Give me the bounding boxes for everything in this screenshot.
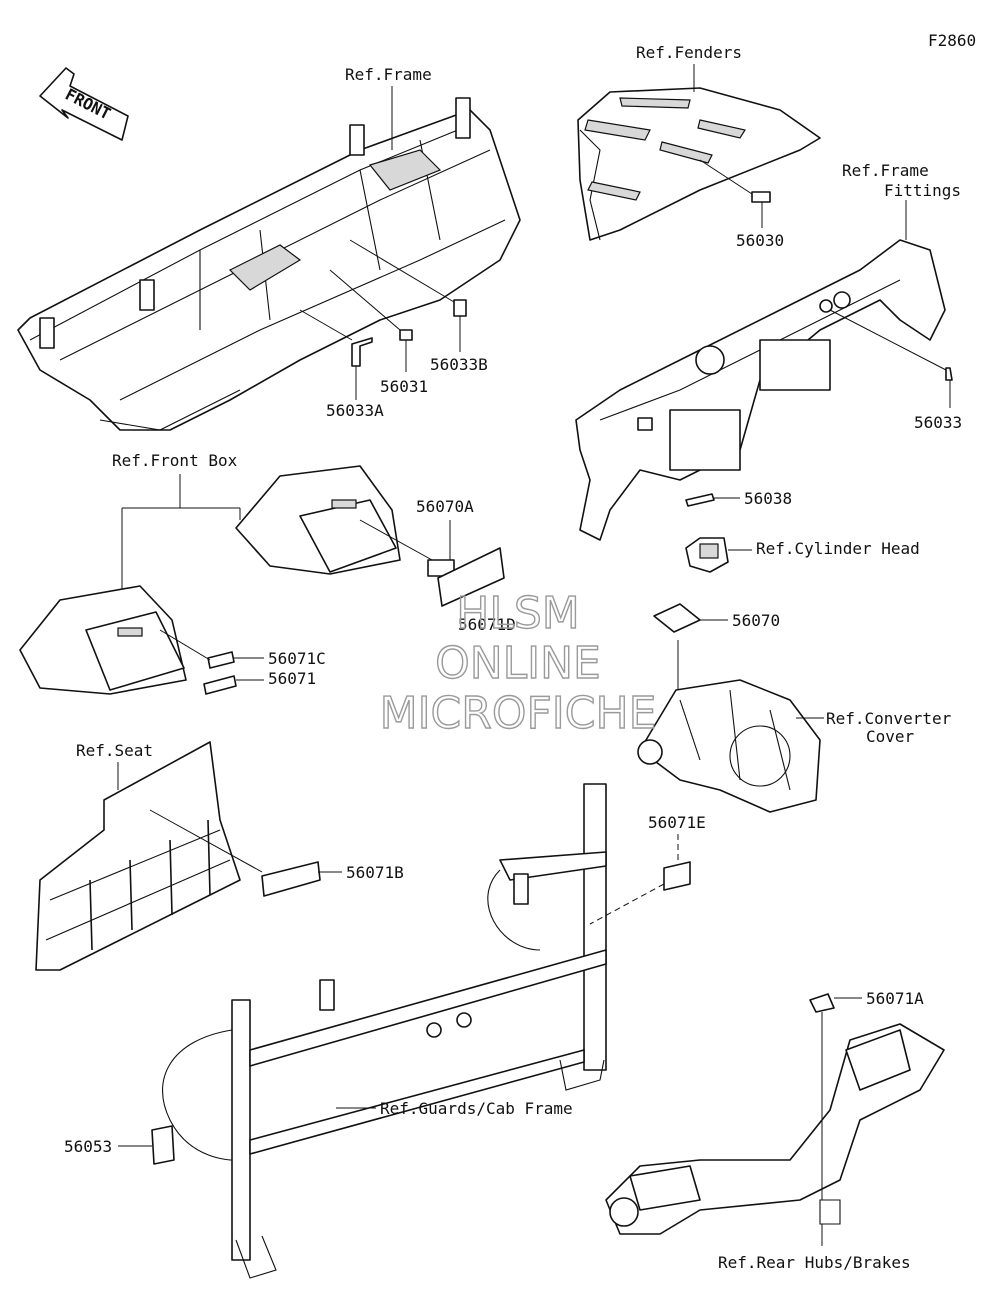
front-box-upper-drawing	[235, 465, 401, 575]
part-56071B: 56071B	[346, 863, 404, 882]
part-56071A: 56071A	[866, 989, 924, 1008]
front-arrow-icon: FRONT	[39, 67, 129, 141]
ref-converter-cover-label-2: Cover	[866, 727, 915, 746]
rear-hubs-brakes-drawing	[605, 1023, 945, 1235]
ref-frame-fittings-label-2: Fittings	[884, 181, 961, 200]
label-56033A-decal	[351, 337, 373, 367]
watermark: HLSM ONLINE MICROFICHE	[379, 587, 657, 739]
part-56070: 56070	[732, 611, 780, 630]
part-56033B: 56033B	[430, 355, 488, 374]
label-56030-decal	[751, 191, 771, 203]
ref-converter-cover-label-1: Ref.Converter	[826, 709, 952, 728]
ref-rear-hubs-brakes-label: Ref.Rear Hubs/Brakes	[718, 1253, 911, 1272]
cylinder-head-drawing	[685, 537, 729, 573]
label-56033B-decal	[453, 299, 467, 317]
part-56033: 56033	[914, 413, 962, 432]
svg-text:MICROFICHE: MICROFICHE	[380, 688, 657, 739]
frame-fittings-drawing	[575, 239, 946, 541]
fenders-drawing	[577, 87, 821, 241]
ref-cylinder-head-label: Ref.Cylinder Head	[756, 539, 920, 558]
part-56071: 56071	[268, 669, 316, 688]
ref-seat-label: Ref.Seat	[76, 741, 153, 760]
part-56038: 56038	[744, 489, 792, 508]
part-56033A: 56033A	[326, 401, 384, 420]
converter-cover-drawing	[637, 679, 821, 813]
guards-cab-frame-drawing	[162, 783, 607, 1279]
label-56031-decal	[399, 329, 413, 341]
ref-fenders-label: Ref.Fenders	[636, 43, 742, 62]
part-56031: 56031	[380, 377, 428, 396]
ref-frame-fittings-label-1: Ref.Frame	[842, 161, 929, 180]
seat-drawing	[35, 741, 241, 971]
part-56071D: 56071D	[458, 615, 516, 634]
label-56071-decal	[203, 675, 237, 695]
svg-text:HLSM: HLSM	[456, 588, 580, 639]
svg-text:ONLINE: ONLINE	[435, 638, 601, 689]
part-56071C: 56071C	[268, 649, 326, 668]
label-56071C-decal	[207, 651, 235, 669]
label-56071B-decal	[261, 861, 321, 897]
ref-guards-cab-frame-label: Ref.Guards/Cab Frame	[380, 1099, 573, 1118]
ref-frame-label: Ref.Frame	[345, 65, 432, 84]
label-56053-decal	[151, 1125, 175, 1165]
ref-front-box-label: Ref.Front Box	[112, 451, 238, 470]
label-56071D-decal	[437, 547, 505, 607]
figure-code: F2860	[928, 31, 976, 50]
part-56053: 56053	[64, 1137, 112, 1156]
label-56070-decal	[653, 603, 701, 633]
label-56071A-decal	[809, 993, 835, 1013]
label-56033-decal	[945, 367, 953, 381]
part-56071E: 56071E	[648, 813, 706, 832]
part-56070A: 56070A	[416, 497, 474, 516]
label-56071E-decal	[663, 861, 691, 891]
front-box-lower-drawing	[19, 585, 187, 695]
frame-drawing	[17, 97, 521, 431]
part-56030: 56030	[736, 231, 784, 250]
label-56038-decal	[685, 493, 715, 507]
